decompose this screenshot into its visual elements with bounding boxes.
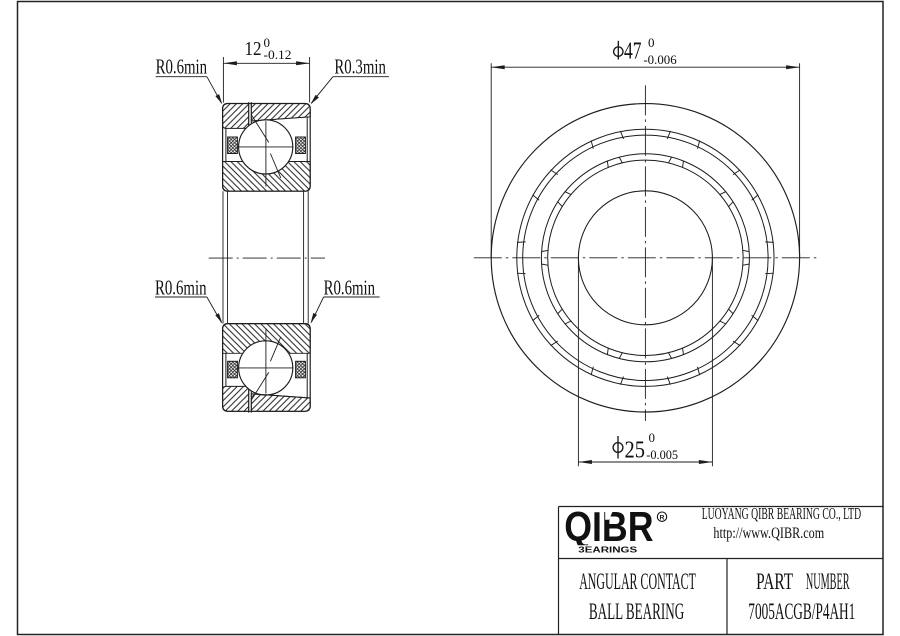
- svg-text:0: 0: [264, 35, 271, 50]
- svg-text:7005ACGB/P4AH1: 7005ACGB/P4AH1: [748, 599, 855, 625]
- svg-text:12: 12: [245, 38, 262, 60]
- svg-text:-0.12: -0.12: [264, 47, 292, 62]
- svg-text:LUOYANG QIBR BEARING CO., LTD: LUOYANG QIBR BEARING CO., LTD: [702, 504, 861, 523]
- svg-text:PART: PART: [756, 569, 793, 595]
- svg-text:-0.005: -0.005: [646, 447, 678, 462]
- svg-text:25: 25: [625, 438, 646, 464]
- svg-text:R0.3min: R0.3min: [334, 55, 386, 79]
- svg-text:http://www.QIBR.com: http://www.QIBR.com: [713, 525, 824, 542]
- svg-text:3EARINGS: 3EARINGS: [578, 544, 637, 554]
- svg-text:-0.006: -0.006: [643, 52, 677, 67]
- svg-text:0: 0: [648, 35, 655, 50]
- svg-text:BALL BEARING: BALL BEARING: [589, 599, 684, 625]
- svg-text:R0.6min: R0.6min: [155, 276, 207, 300]
- svg-text:R0.6min: R0.6min: [156, 55, 208, 79]
- svg-text:NUMBER: NUMBER: [806, 569, 850, 595]
- svg-text:R0.6min: R0.6min: [324, 276, 376, 300]
- svg-text:47: 47: [624, 38, 642, 64]
- svg-text:ANGULAR CONTACT: ANGULAR CONTACT: [579, 569, 696, 595]
- svg-text:R: R: [660, 514, 665, 521]
- svg-text:0: 0: [649, 430, 656, 445]
